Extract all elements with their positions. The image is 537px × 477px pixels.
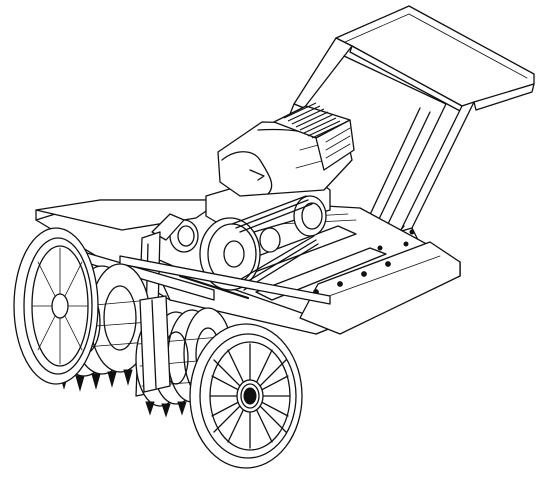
- handlebar-frame: [289, 5, 535, 255]
- v-belt: [231, 195, 319, 291]
- deck-platform: [35, 199, 461, 335]
- front-support: [139, 295, 171, 393]
- left-wheel: [13, 227, 99, 385]
- right-wheel: [189, 323, 303, 469]
